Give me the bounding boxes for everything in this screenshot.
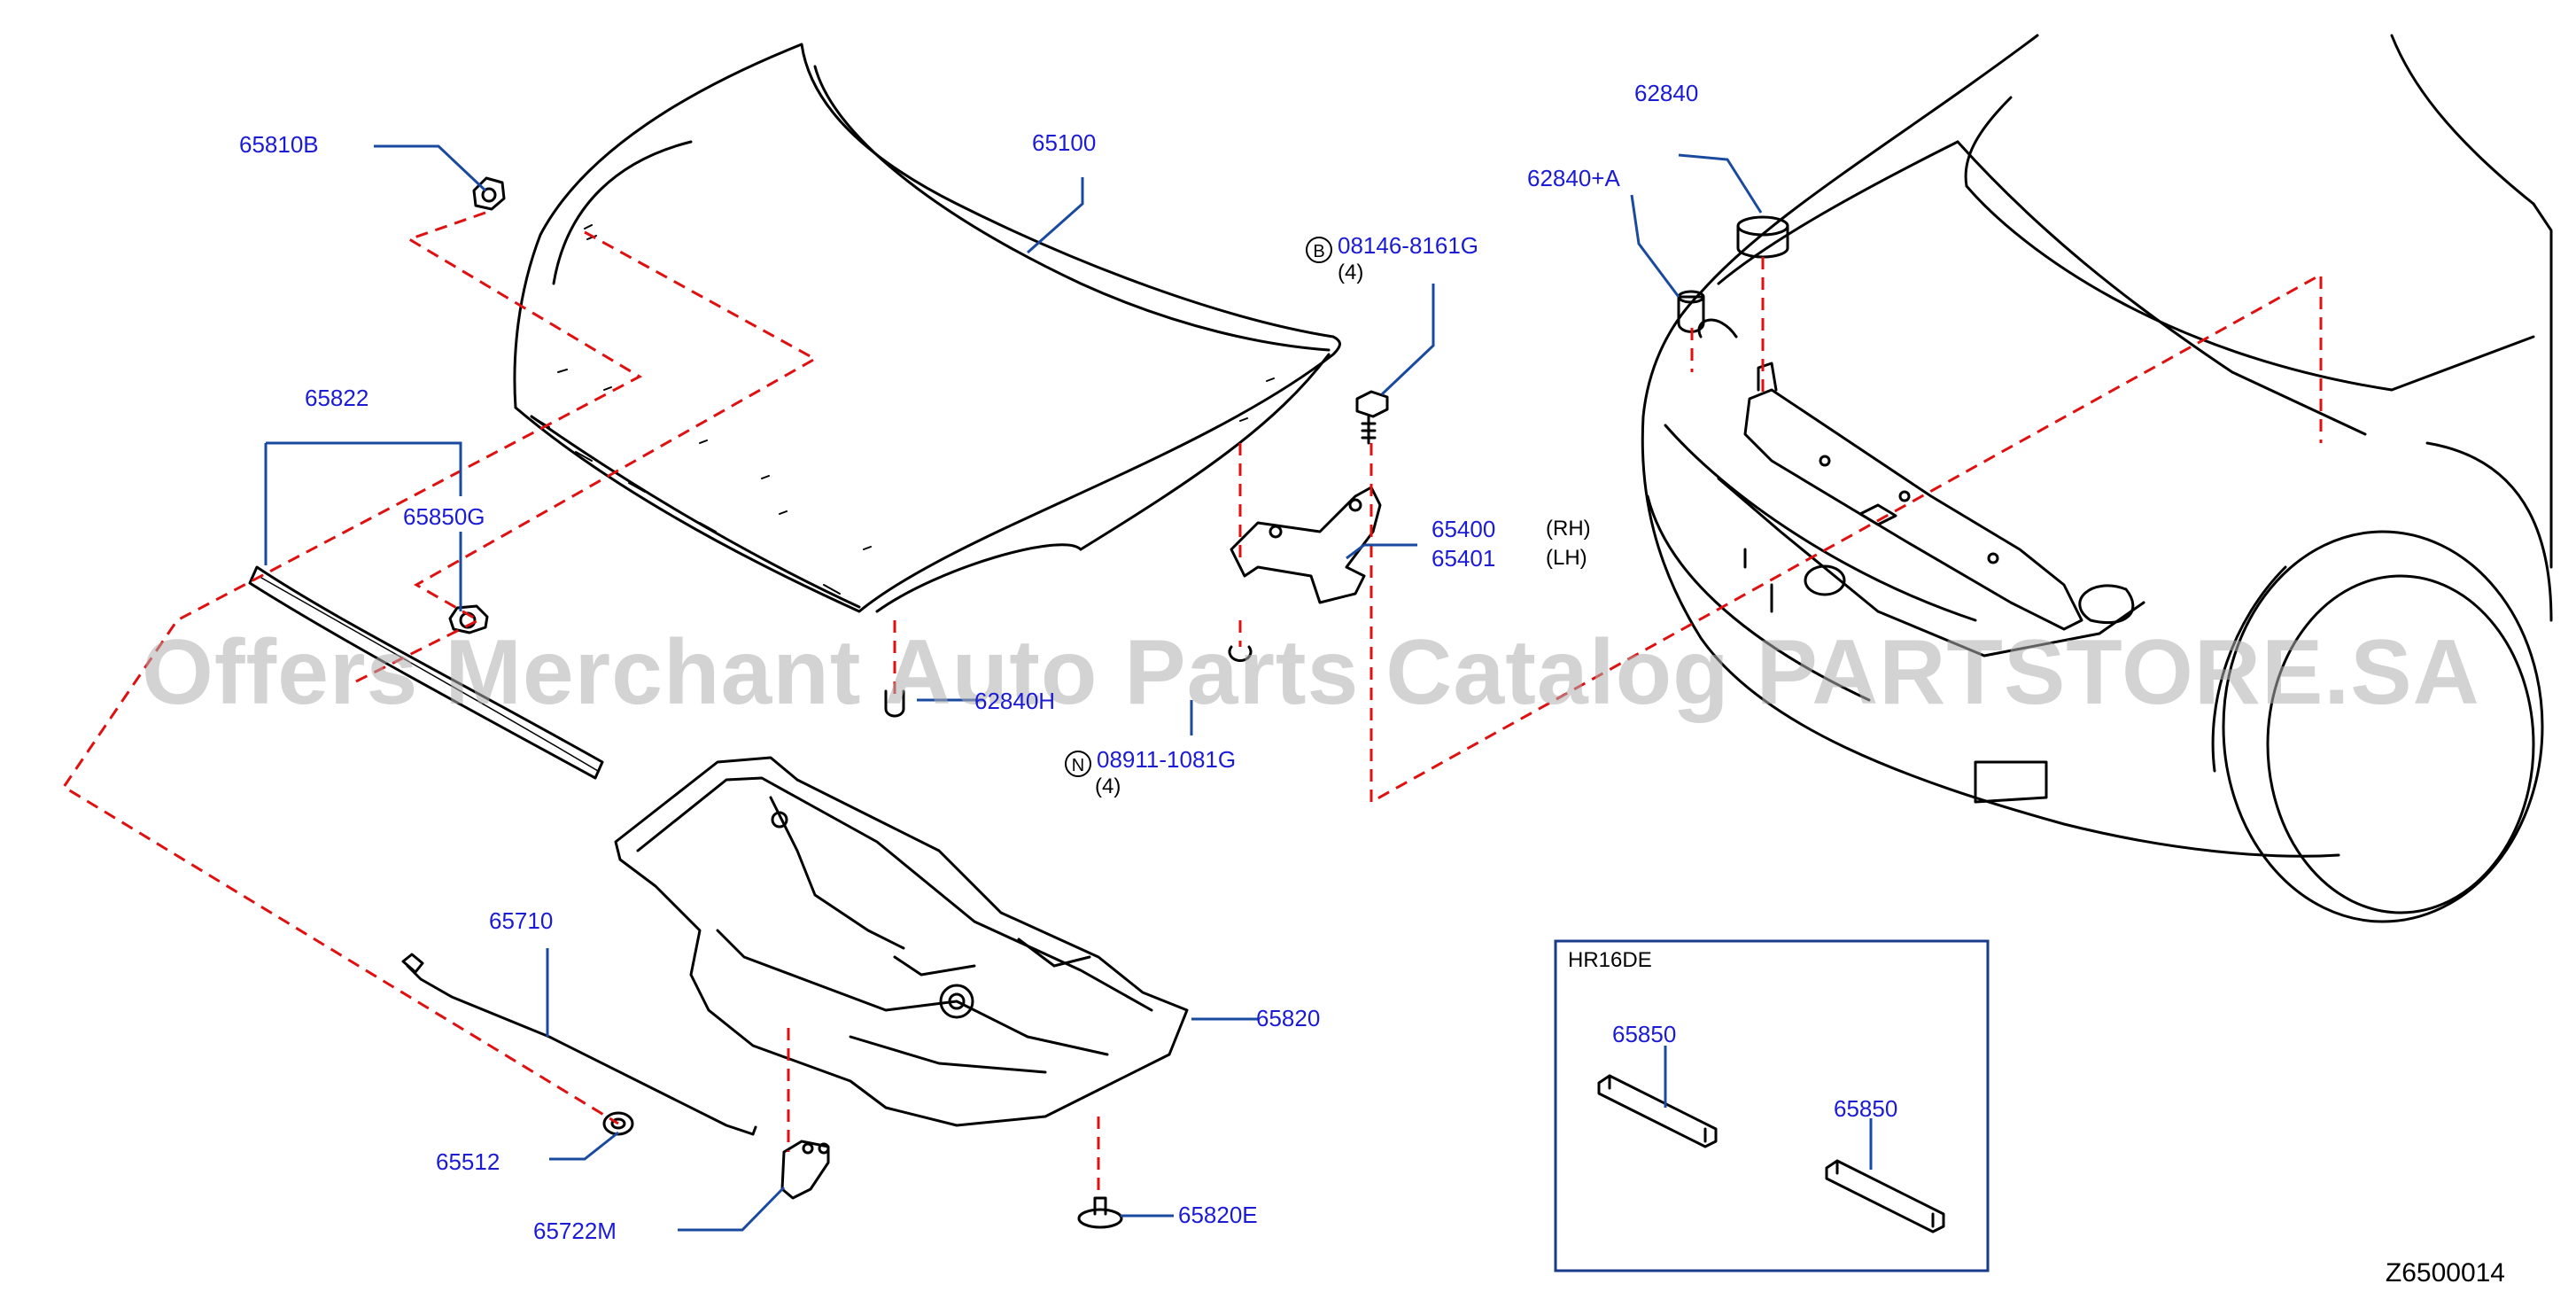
inset-title: HR16DE: [1568, 948, 1652, 972]
side-lh: (LH): [1546, 546, 1587, 570]
leader-lines: [264, 144, 1873, 1232]
hood-stopper-62840H: [884, 689, 905, 718]
label-65810B: 65810B: [239, 131, 319, 158]
engine-undercover: [614, 756, 1189, 1127]
label-65850-b: 65850: [1834, 1095, 1898, 1122]
label-62840A: 62840+A: [1527, 165, 1620, 191]
label-65822: 65822: [305, 385, 369, 411]
label-08911: 08911-1081G: [1097, 746, 1237, 773]
label-65512: 65512: [436, 1148, 500, 1175]
label-62840: 62840: [1634, 80, 1699, 106]
vehicle-front-body: [1641, 34, 2553, 923]
label-65850-a: 65850: [1612, 1021, 1677, 1047]
label-62840H: 62840H: [974, 688, 1056, 714]
bolt-type-badge: B: [1306, 236, 1332, 263]
clip-65810B: [472, 176, 506, 211]
hood-hinge: [1230, 486, 1382, 604]
grommet-65512: [602, 1111, 634, 1136]
dashed-guides: [61, 211, 2323, 1196]
label-08146: 08146-8161G: [1338, 232, 1479, 259]
label-65820E: 65820E: [1178, 1202, 1258, 1228]
label-65400: 65400: [1432, 516, 1496, 542]
label-65820: 65820: [1256, 1005, 1321, 1031]
label-65100: 65100: [1032, 129, 1097, 156]
clip-type-badge: N: [1065, 750, 1091, 777]
diagram-reference-code: Z6500014: [2385, 1258, 2505, 1288]
hood-lock-65722M: [780, 1140, 830, 1200]
label-65850G: 65850G: [403, 503, 485, 530]
inset-box: [1554, 939, 1990, 1272]
inset-pads: [1597, 1074, 1945, 1233]
watermark: Offers Merchant Auto Parts Catalog PARTS…: [142, 621, 2480, 724]
hood-panel: [513, 43, 1341, 613]
hood-seal-strip: [248, 565, 604, 780]
label-65722M: 65722M: [533, 1218, 617, 1244]
clip-65820E: [1077, 1196, 1123, 1229]
clip-08911: [1228, 645, 1253, 663]
label-65710: 65710: [489, 907, 554, 934]
qty-08911: (4): [1095, 774, 1121, 798]
qty-08146: (4): [1338, 261, 1364, 284]
hood-release-cable: [401, 953, 757, 1136]
label-65401: 65401: [1432, 545, 1496, 572]
bolt-08146: [1355, 390, 1389, 445]
side-rh: (RH): [1546, 517, 1591, 541]
